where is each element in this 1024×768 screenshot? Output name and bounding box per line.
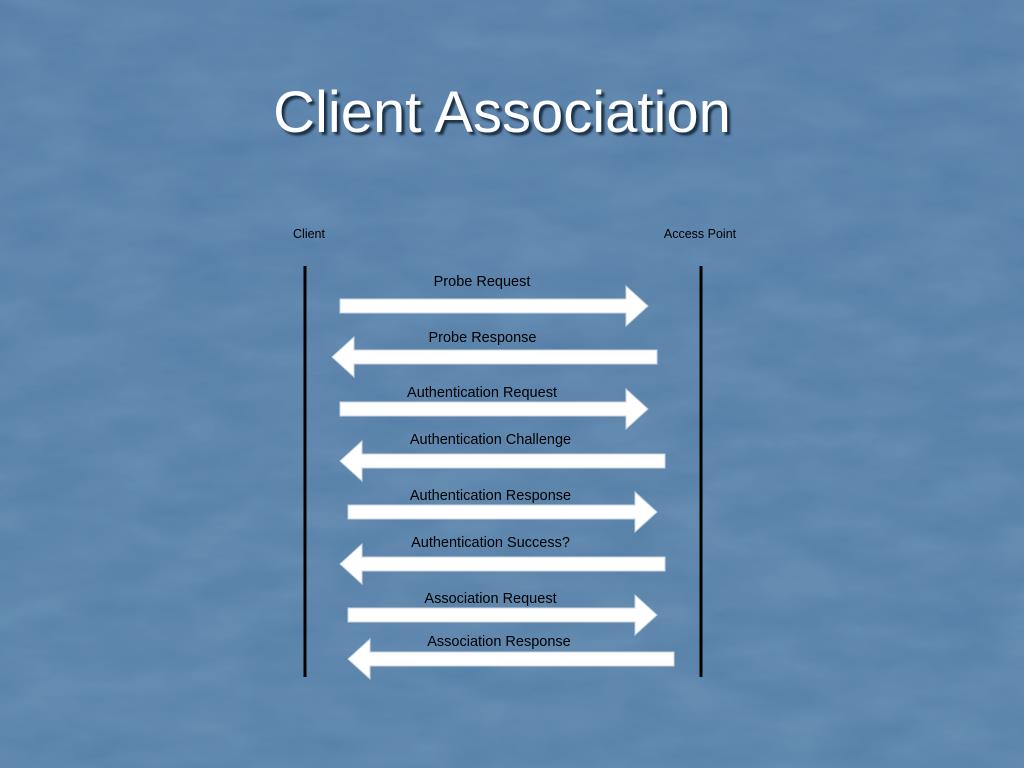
message-label: Association Request bbox=[424, 591, 556, 607]
message-label: Association Response bbox=[427, 634, 570, 650]
message-arrow: Association Response bbox=[347, 634, 675, 681]
message-label: Probe Response bbox=[428, 330, 536, 346]
message-arrow: Probe Response bbox=[331, 330, 658, 379]
message-label: Authentication Request bbox=[407, 385, 557, 401]
message-arrow: Authentication Response bbox=[347, 488, 658, 534]
message-label: Authentication Response bbox=[410, 488, 571, 504]
message-arrow: Association Request bbox=[347, 591, 658, 637]
left-arrow-icon bbox=[331, 335, 658, 379]
right-arrow-icon bbox=[347, 593, 658, 637]
access-point-label: Access Point bbox=[664, 227, 737, 241]
message-arrow: Authentication Request bbox=[339, 385, 649, 431]
message-label: Probe Request bbox=[434, 274, 531, 290]
message-arrow: Authentication Challenge bbox=[339, 432, 666, 483]
left-arrow-icon bbox=[339, 542, 666, 586]
left-arrow-icon bbox=[339, 439, 666, 483]
message-arrow: Probe Request bbox=[339, 274, 649, 328]
right-arrow-icon bbox=[339, 387, 649, 431]
left-arrow-icon bbox=[347, 637, 675, 681]
right-arrow-icon bbox=[339, 284, 649, 328]
right-arrow-icon bbox=[347, 490, 658, 534]
message-label: Authentication Success? bbox=[411, 535, 570, 551]
message-label: Authentication Challenge bbox=[410, 432, 571, 448]
slide-title: Client Association bbox=[273, 80, 731, 145]
client-label: Client bbox=[293, 227, 325, 241]
message-arrow: Authentication Success? bbox=[339, 535, 666, 586]
